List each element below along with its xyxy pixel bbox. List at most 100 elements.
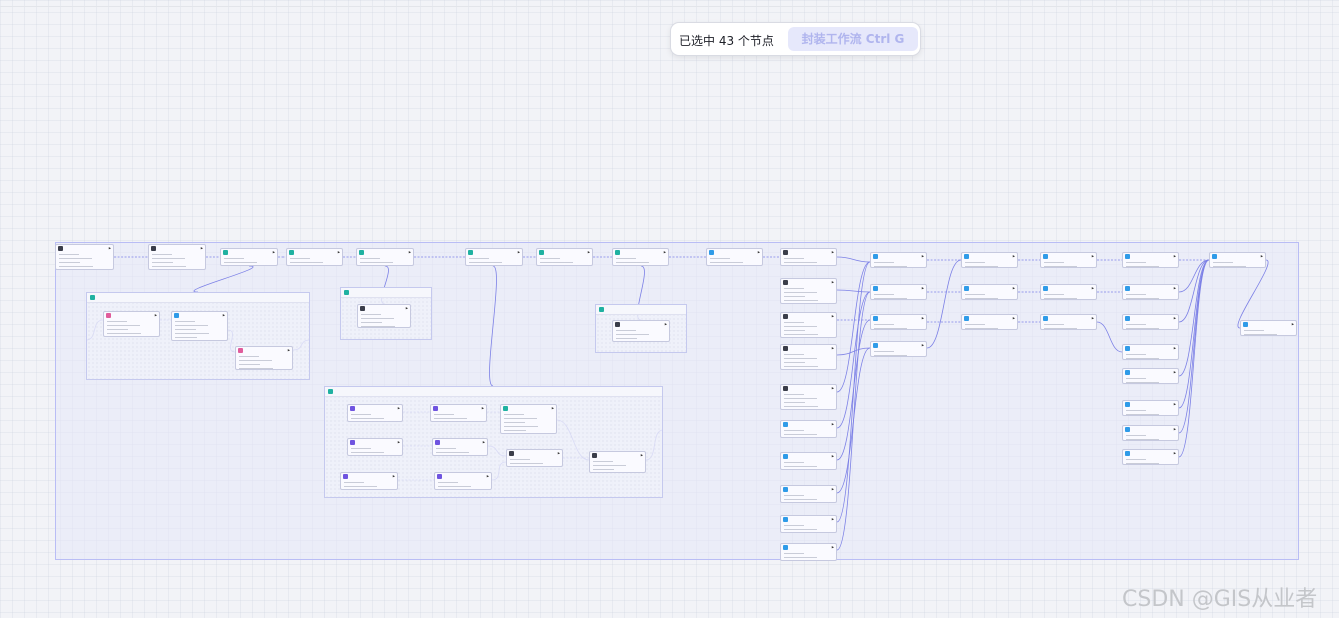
workflow-node[interactable]: ▶ [1040, 252, 1097, 268]
run-icon[interactable]: ▶ [200, 246, 203, 250]
run-icon[interactable]: ▶ [1173, 402, 1176, 406]
run-icon[interactable]: ▶ [1291, 322, 1294, 326]
run-icon[interactable]: ▶ [831, 545, 834, 549]
workflow-node[interactable]: ▶ [1122, 344, 1179, 360]
workflow-node[interactable]: ▶ [780, 485, 837, 503]
run-icon[interactable]: ▶ [551, 406, 554, 410]
run-icon[interactable]: ▶ [1173, 254, 1176, 258]
workflow-node[interactable]: ▶ [961, 284, 1018, 300]
workflow-node[interactable]: ▶ [103, 311, 160, 337]
workflow-node[interactable]: ▶ [870, 314, 927, 330]
workflow-node[interactable]: ▶ [55, 244, 114, 270]
run-icon[interactable]: ▶ [1173, 346, 1176, 350]
run-icon[interactable]: ▶ [831, 314, 834, 318]
workflow-node[interactable]: ▶ [1240, 320, 1297, 336]
workflow-node[interactable]: ▶ [780, 344, 837, 370]
workflow-node[interactable]: ▶ [1122, 368, 1179, 384]
workflow-node[interactable]: ▶ [612, 248, 669, 266]
workflow-node[interactable]: ▶ [780, 515, 837, 533]
workflow-node[interactable]: ▶ [1122, 449, 1179, 465]
workflow-node[interactable]: ▶ [780, 384, 837, 410]
workflow-node[interactable]: ▶ [870, 341, 927, 357]
workflow-node[interactable]: ▶ [1122, 425, 1179, 441]
workflow-node[interactable]: ▶ [780, 420, 837, 438]
workflow-node[interactable]: ▶ [1040, 284, 1097, 300]
workflow-node[interactable]: ▶ [148, 244, 206, 270]
run-icon[interactable]: ▶ [1012, 286, 1015, 290]
run-icon[interactable]: ▶ [831, 280, 834, 284]
workflow-node[interactable]: ▶ [780, 543, 837, 561]
workflow-node[interactable]: ▶ [356, 248, 414, 266]
run-icon[interactable]: ▶ [1012, 316, 1015, 320]
run-icon[interactable]: ▶ [154, 313, 157, 317]
run-icon[interactable]: ▶ [921, 254, 924, 258]
run-icon[interactable]: ▶ [1260, 254, 1263, 258]
workflow-node[interactable]: ▶ [870, 252, 927, 268]
run-icon[interactable]: ▶ [337, 250, 340, 254]
workflow-node[interactable]: ▶ [506, 449, 563, 467]
run-icon[interactable]: ▶ [921, 286, 924, 290]
run-icon[interactable]: ▶ [663, 250, 666, 254]
workflow-node[interactable]: ▶ [1122, 252, 1179, 268]
run-icon[interactable]: ▶ [287, 348, 290, 352]
workflow-node[interactable]: ▶ [434, 472, 492, 490]
workflow-node[interactable]: ▶ [500, 404, 557, 434]
run-icon[interactable]: ▶ [831, 454, 834, 458]
run-icon[interactable]: ▶ [222, 313, 225, 317]
run-icon[interactable]: ▶ [640, 453, 643, 457]
workflow-node[interactable]: ▶ [430, 404, 487, 422]
run-icon[interactable]: ▶ [831, 346, 834, 350]
workflow-node[interactable]: ▶ [780, 278, 837, 304]
selection-group-box[interactable] [55, 242, 1299, 560]
run-icon[interactable]: ▶ [557, 451, 560, 455]
workflow-node[interactable]: ▶ [171, 311, 228, 341]
run-icon[interactable]: ▶ [482, 440, 485, 444]
run-icon[interactable]: ▶ [1091, 316, 1094, 320]
workflow-node[interactable]: ▶ [357, 304, 411, 328]
run-icon[interactable]: ▶ [1173, 427, 1176, 431]
run-icon[interactable]: ▶ [1173, 316, 1176, 320]
workflow-node[interactable]: ▶ [780, 248, 837, 266]
run-icon[interactable]: ▶ [1173, 370, 1176, 374]
run-icon[interactable]: ▶ [1173, 451, 1176, 455]
run-icon[interactable]: ▶ [831, 386, 834, 390]
run-icon[interactable]: ▶ [921, 343, 924, 347]
workflow-node[interactable]: ▶ [235, 346, 293, 370]
run-icon[interactable]: ▶ [392, 474, 395, 478]
run-icon[interactable]: ▶ [831, 487, 834, 491]
workflow-node[interactable]: ▶ [961, 314, 1018, 330]
workflow-node[interactable]: ▶ [706, 248, 763, 266]
wrap-workflow-button[interactable]: 封装工作流 Ctrl G [788, 27, 918, 51]
workflow-node[interactable]: ▶ [536, 248, 593, 266]
run-icon[interactable]: ▶ [1091, 254, 1094, 258]
workflow-node[interactable]: ▶ [465, 248, 523, 266]
workflow-node[interactable]: ▶ [1122, 400, 1179, 416]
run-icon[interactable]: ▶ [397, 440, 400, 444]
workflow-node[interactable]: ▶ [347, 404, 403, 422]
workflow-node[interactable]: ▶ [347, 438, 403, 456]
workflow-node[interactable]: ▶ [961, 252, 1018, 268]
run-icon[interactable]: ▶ [408, 250, 411, 254]
workflow-node[interactable]: ▶ [589, 451, 646, 473]
run-icon[interactable]: ▶ [587, 250, 590, 254]
workflow-node[interactable]: ▶ [1122, 284, 1179, 300]
run-icon[interactable]: ▶ [517, 250, 520, 254]
run-icon[interactable]: ▶ [664, 322, 667, 326]
workflow-node[interactable]: ▶ [870, 284, 927, 300]
run-icon[interactable]: ▶ [831, 422, 834, 426]
run-icon[interactable]: ▶ [831, 250, 834, 254]
workflow-node[interactable]: ▶ [1209, 252, 1266, 268]
workflow-node[interactable]: ▶ [612, 320, 670, 342]
run-icon[interactable]: ▶ [405, 306, 408, 310]
run-icon[interactable]: ▶ [1091, 286, 1094, 290]
run-icon[interactable]: ▶ [108, 246, 111, 250]
run-icon[interactable]: ▶ [757, 250, 760, 254]
run-icon[interactable]: ▶ [272, 250, 275, 254]
workflow-node[interactable]: ▶ [1040, 314, 1097, 330]
workflow-node[interactable]: ▶ [1122, 314, 1179, 330]
run-icon[interactable]: ▶ [486, 474, 489, 478]
workflow-node[interactable]: ▶ [220, 248, 278, 266]
workflow-node[interactable]: ▶ [286, 248, 343, 266]
workflow-node[interactable]: ▶ [780, 452, 837, 470]
run-icon[interactable]: ▶ [397, 406, 400, 410]
